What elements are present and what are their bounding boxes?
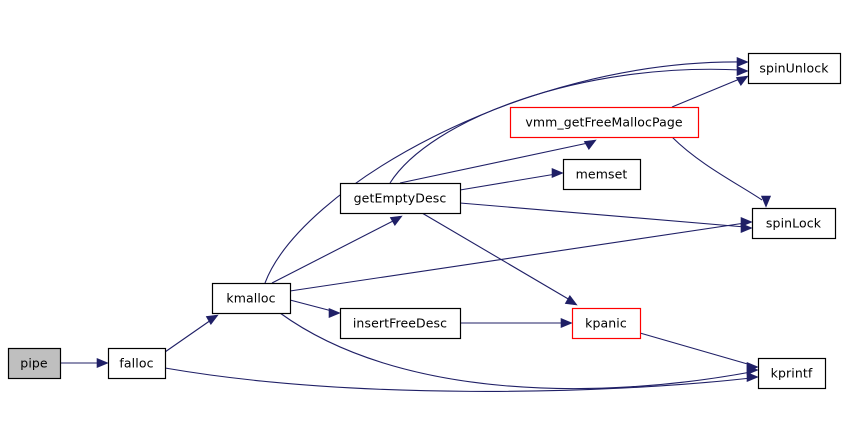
node-label: spinLock (766, 216, 822, 231)
arrow-head-icon (760, 195, 772, 208)
edge-kmalloc-to-spinUnlock (264, 56, 749, 284)
arrow-head-icon (328, 307, 341, 319)
arrow-head-icon (551, 167, 564, 179)
node-box[interactable] (757, 357, 827, 390)
edge-layer (60, 56, 772, 392)
node-box[interactable] (747, 52, 842, 85)
edge-line (264, 61, 742, 284)
node-label: pipe (20, 356, 48, 371)
arrow-head-icon (583, 139, 597, 150)
node-box[interactable] (562, 158, 642, 191)
node-label: kprintf (771, 366, 813, 381)
edge-line (279, 312, 752, 390)
edge-getEmptyDesc-to-spinUnlock (389, 65, 749, 184)
arrow-head-icon (736, 65, 749, 77)
node-box[interactable] (751, 207, 837, 240)
edge-falloc-to-kmalloc (164, 314, 219, 353)
node-label: memset (576, 167, 628, 182)
node-label: spinUnlock (759, 61, 829, 76)
edge-kmalloc-to-spinLock (289, 216, 753, 292)
edge-line (271, 219, 396, 284)
node-layer: pipe falloc kmalloc getEmptyDesc insertFreeD… (7, 52, 842, 390)
node-kpanic[interactable]: kpanic (571, 307, 642, 340)
arrow-head-icon (740, 222, 753, 234)
arrow-head-icon (560, 317, 573, 329)
node-label: vmm_getFreeMallocPage (525, 115, 683, 130)
node-label: kpanic (585, 316, 627, 331)
edge-line (671, 77, 743, 108)
node-pipe[interactable]: pipe (7, 347, 62, 380)
arrow-head-icon (746, 361, 759, 373)
edge-line (639, 332, 752, 366)
node-insertFreeDesc[interactable]: insertFreeDesc (339, 307, 462, 340)
edge-kmalloc-to-getEmptyDesc (271, 215, 403, 284)
node-spinLock[interactable]: spinLock (751, 207, 837, 240)
node-box[interactable] (339, 307, 462, 340)
edge-insertFreeDesc-to-kpanic (460, 317, 573, 329)
node-box[interactable] (107, 347, 167, 380)
node-box[interactable] (211, 282, 292, 315)
node-label: insertFreeDesc (353, 316, 447, 331)
arrow-head-icon (746, 371, 759, 383)
arrow-head-icon (205, 314, 219, 325)
edge-line (289, 299, 333, 312)
node-getEmptyDesc[interactable]: getEmptyDesc (339, 182, 462, 215)
node-kmalloc[interactable]: kmalloc (211, 282, 292, 315)
edge-vmm_getFreeMallocPage-to-spinLock (671, 136, 772, 208)
edge-line (671, 136, 763, 201)
node-label: getEmptyDesc (354, 191, 447, 206)
edge-line (421, 212, 571, 301)
node-memset[interactable]: memset (562, 158, 642, 191)
edge-vmm_getFreeMallocPage-to-spinUnlock (671, 75, 749, 108)
arrow-head-icon (389, 215, 403, 226)
arrow-head-icon (564, 295, 578, 306)
edge-kpanic-to-kprintf (639, 332, 759, 373)
edge-line (389, 68, 742, 184)
edge-kmalloc-to-insertFreeDesc (289, 299, 341, 319)
edge-getEmptyDesc-to-spinLock (459, 202, 753, 234)
node-label: kmalloc (226, 291, 275, 306)
node-label: falloc (119, 356, 153, 371)
node-spinUnlock[interactable]: spinUnlock (747, 52, 842, 85)
node-kprintf[interactable]: kprintf (757, 357, 827, 390)
edge-line (399, 142, 589, 184)
edge-line (164, 319, 212, 353)
edge-line (459, 202, 746, 228)
node-box[interactable] (571, 307, 642, 340)
edge-getEmptyDesc-to-kpanic (421, 212, 578, 306)
edge-pipe-to-falloc (60, 357, 109, 369)
arrow-head-icon (736, 56, 749, 68)
node-box[interactable] (509, 106, 700, 139)
edge-line (164, 367, 752, 392)
edge-line (289, 222, 746, 292)
node-box[interactable] (339, 182, 462, 215)
node-box[interactable] (7, 347, 62, 380)
arrow-head-icon (735, 75, 749, 86)
node-vmm_getFreeMallocPage[interactable]: vmm_getFreeMallocPage (509, 106, 700, 139)
edge-getEmptyDesc-to-memset (459, 167, 564, 191)
arrow-head-icon (96, 357, 109, 369)
edge-getEmptyDesc-to-vmm_getFreeMallocPage (399, 139, 597, 184)
edge-line (459, 173, 557, 191)
edge-falloc-to-kprintf (164, 367, 759, 392)
node-falloc[interactable]: falloc (107, 347, 167, 380)
